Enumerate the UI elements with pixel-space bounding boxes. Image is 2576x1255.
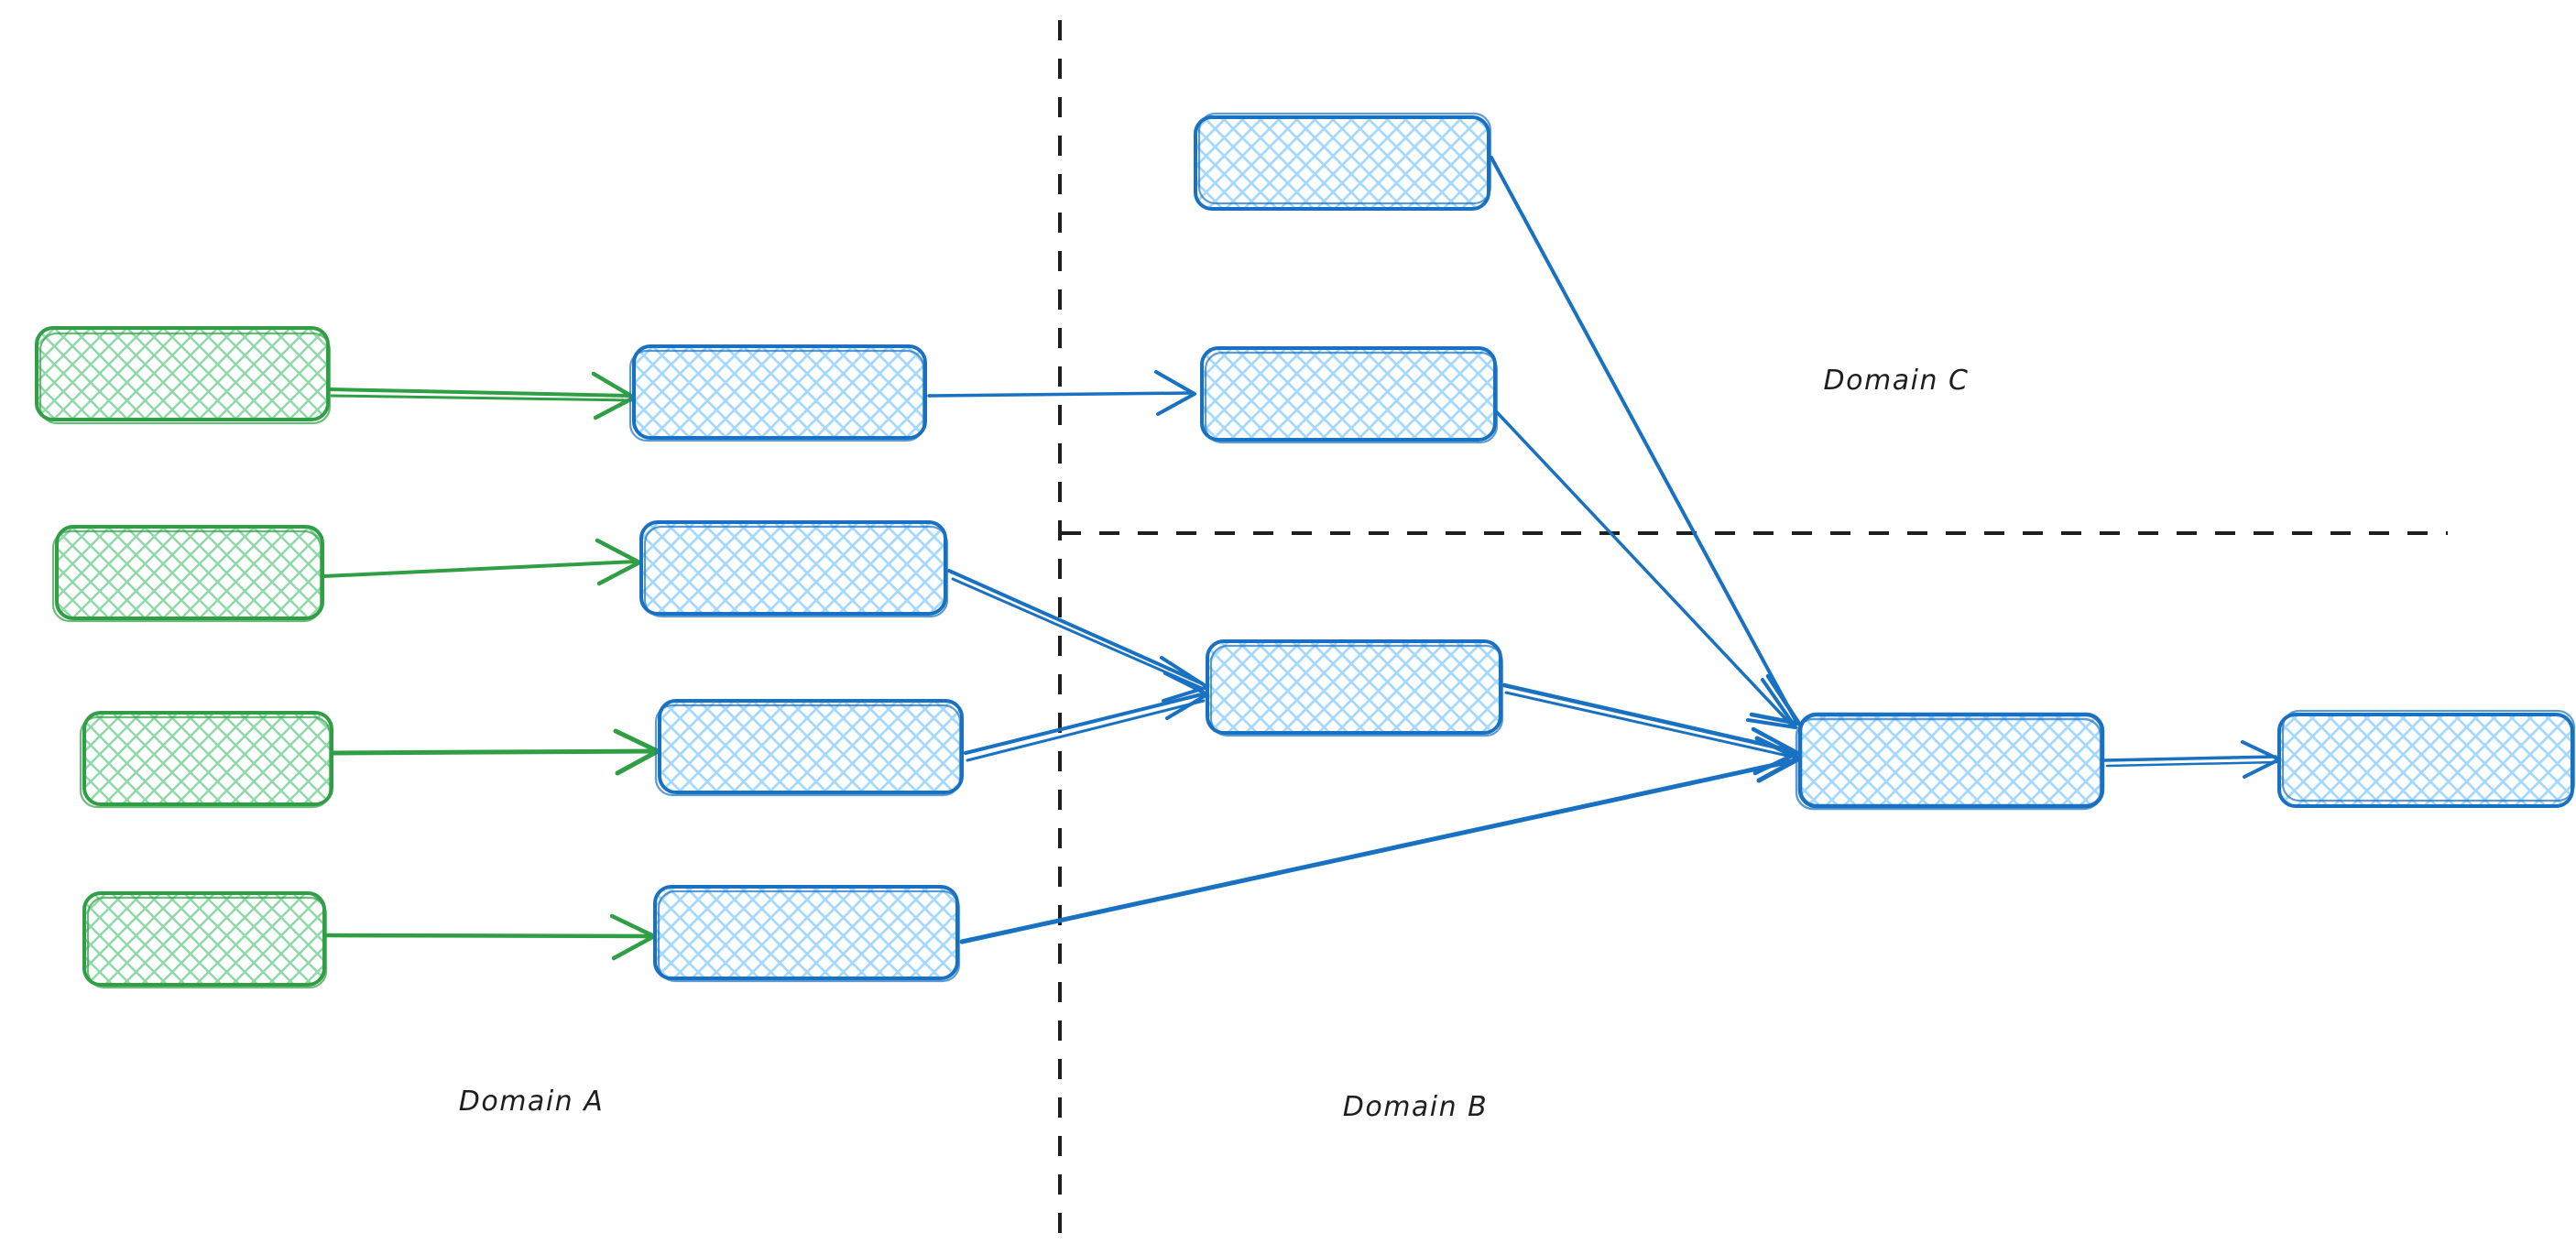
green-node-4[interactable]	[82, 891, 328, 989]
blue-node-b1[interactable]	[628, 344, 927, 442]
blue-node-b3[interactable]	[654, 699, 964, 797]
domain-b-label: Domain B	[1343, 1091, 1489, 1123]
node-group	[35, 112, 2576, 989]
domain-a-label: Domain A	[459, 1086, 604, 1118]
edge-g2-b2	[322, 538, 642, 586]
green-node-1[interactable]	[35, 326, 332, 425]
divider-group	[1058, 20, 2448, 1239]
green-node-3[interactable]	[79, 711, 333, 809]
green-node-2[interactable]	[51, 525, 324, 623]
blue-node-b4[interactable]	[653, 885, 961, 983]
edge-c3-d1	[1501, 682, 1800, 776]
domain-label-group: Domain A Domain B Domain C	[459, 365, 1970, 1123]
blue-node-d1[interactable]	[1795, 712, 2105, 811]
edge-group	[322, 156, 2281, 961]
blue-node-e1[interactable]	[2277, 709, 2576, 808]
edge-b4-d1	[959, 736, 1802, 944]
domain-c-label: Domain C	[1824, 365, 1970, 397]
blue-node-b2[interactable]	[639, 520, 949, 618]
edge-b3-c3	[964, 671, 1209, 762]
edge-g3-b3	[331, 728, 660, 776]
edge-c1-d1	[1490, 156, 1802, 726]
edge-b1-c2	[927, 370, 1196, 416]
edge-d1-e1	[2103, 740, 2281, 779]
edge-b2-c3	[947, 569, 1209, 703]
edge-g4-b4	[323, 913, 657, 961]
blue-node-c2[interactable]	[1200, 346, 1499, 444]
blue-node-c1[interactable]	[1194, 112, 1492, 211]
edge-g1-b1	[328, 371, 637, 420]
edge-c2-d1	[1495, 410, 1797, 729]
blue-node-c3[interactable]	[1206, 639, 1504, 737]
